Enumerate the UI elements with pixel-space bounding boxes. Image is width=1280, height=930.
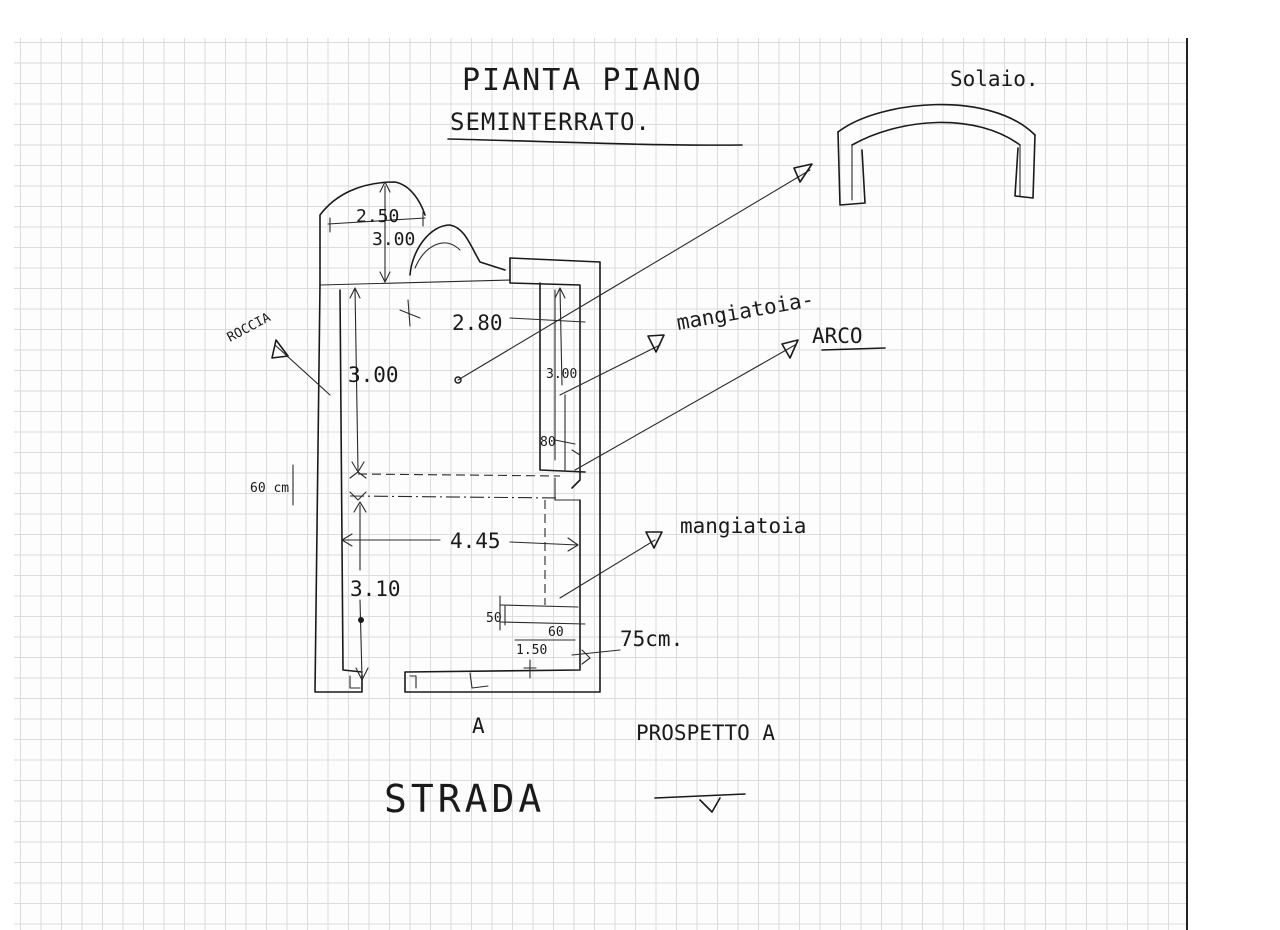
arco-label: ARCO <box>812 324 863 348</box>
dim-3-00-left: 3.00 <box>348 363 399 387</box>
dim-2-50: 2.50 <box>356 206 399 227</box>
paper-edge <box>1186 38 1188 930</box>
dim-50: 50 <box>486 611 502 626</box>
dim-60: 60 <box>548 625 564 640</box>
title-underline <box>447 138 743 146</box>
dim-4-45: 4.45 <box>450 529 501 553</box>
rock-outline <box>319 181 511 286</box>
building-walls <box>314 257 601 693</box>
roccia-label: ROCCIA <box>225 310 274 345</box>
dim-3-00-top: 3.00 <box>372 229 415 250</box>
mangiatoia-arco-label: mangiatoia- <box>675 287 816 335</box>
dim-80: 80 <box>540 435 556 450</box>
dim-3-00-right: 3.00 <box>546 367 577 382</box>
arch-lines <box>349 289 586 625</box>
dim-2-80: 2.80 <box>452 311 503 335</box>
dim-1-50: 1.50 <box>516 643 547 658</box>
solaio-arch-sketch <box>837 103 1036 206</box>
arco-underline <box>821 347 886 351</box>
leader-arrows <box>271 163 813 813</box>
title-line-1: PIANTA PIANO <box>462 63 703 98</box>
dim-75cm: 75cm. <box>620 627 683 651</box>
dim-3-10: 3.10 <box>350 577 401 601</box>
prospetto-label: PROSPETTO A <box>636 721 775 745</box>
strada-label: STRADA <box>384 777 545 821</box>
dimension-lines <box>292 181 621 681</box>
dim-60cm: 60 cm <box>250 481 289 496</box>
solaio-label: Solaio. <box>950 67 1039 91</box>
section-marker: A <box>472 714 485 738</box>
mangiatoia-label: mangiatoia <box>680 514 806 538</box>
title-line-2: SEMINTERRATO. <box>450 108 651 136</box>
